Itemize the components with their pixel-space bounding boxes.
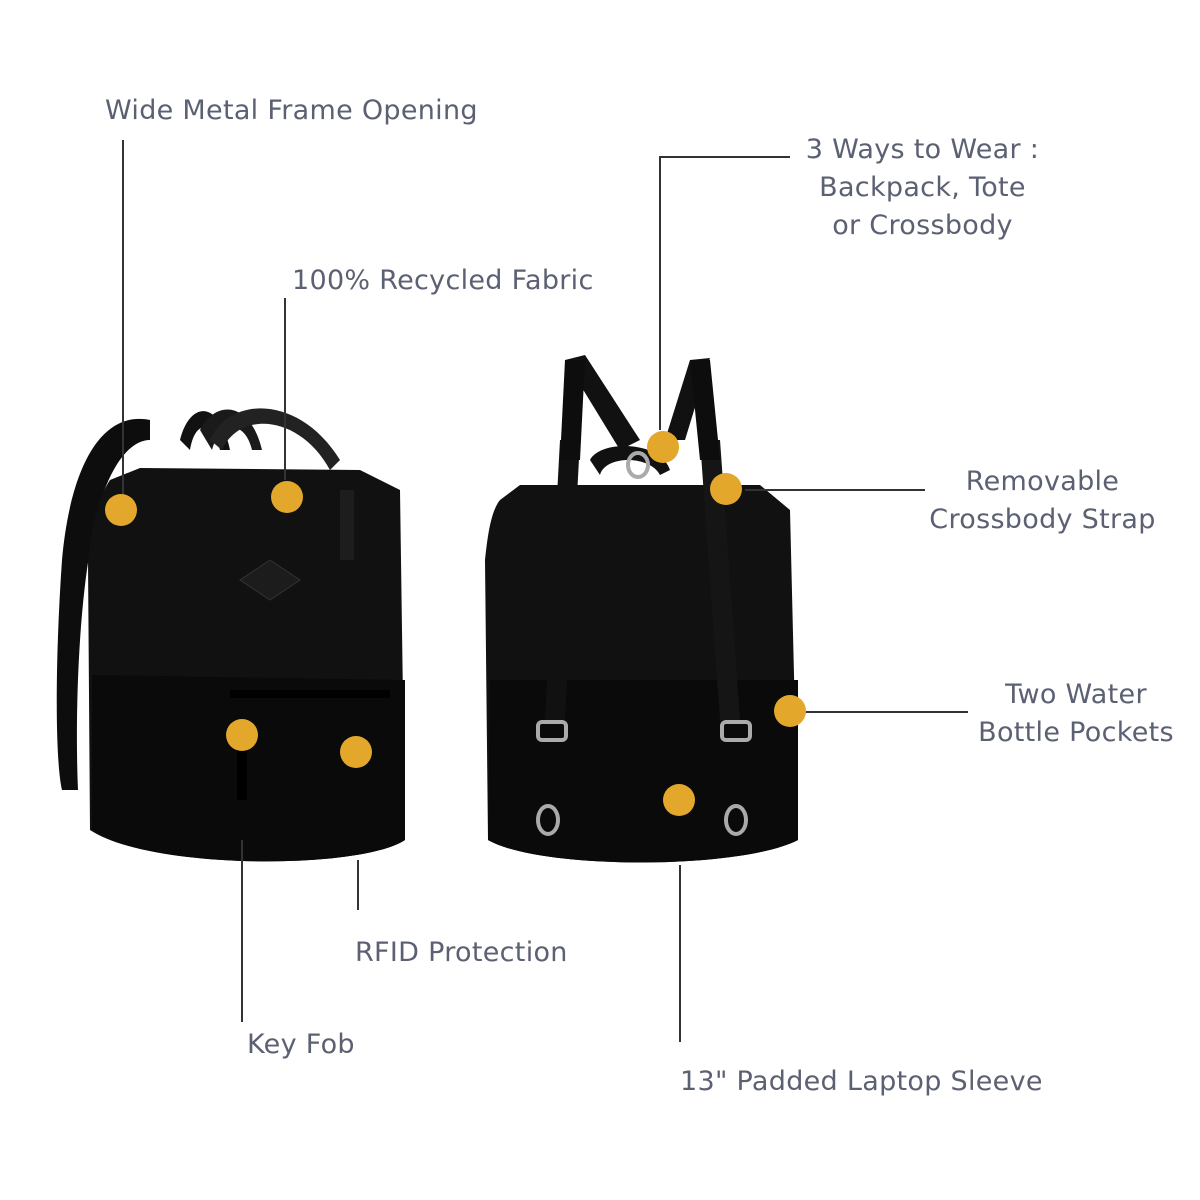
feature-dot [105,494,137,526]
feature-dot [710,473,742,505]
label-rfid: RFID Protection [355,937,568,968]
label-laptop-sleeve: 13" Padded Laptop Sleeve [680,1066,1043,1097]
label-frame-opening: Wide Metal Frame Opening [105,95,478,126]
label-line: 3 Ways to Wear : [805,134,1040,165]
feature-dot [271,481,303,513]
back-backpack [485,355,798,863]
feature-dot [226,719,258,751]
feature-dots [105,431,806,816]
leader-lines [122,140,968,1042]
label-line: Bottle Pockets [978,717,1174,748]
label-recycled-fabric: 100% Recycled Fabric [292,265,594,296]
label-line: Backpack, Tote [819,172,1026,203]
feature-dot [647,431,679,463]
label-water-bottle-pockets: Two Water Bottle Pockets [972,676,1180,752]
label-line: Removable [965,466,1120,497]
label-line: or Crossbody [832,210,1013,241]
label-ways-to-wear: 3 Ways to Wear : Backpack, Tote or Cross… [790,131,1055,245]
label-line: Two Water [1005,679,1147,710]
label-line: Crossbody Strap [929,504,1156,535]
front-backpack [56,408,405,862]
label-crossbody-strap: Removable Crossbody Strap [920,463,1165,539]
feature-dot [774,695,806,727]
label-key-fob: Key Fob [247,1029,355,1060]
feature-dot [663,784,695,816]
feature-dot [340,736,372,768]
